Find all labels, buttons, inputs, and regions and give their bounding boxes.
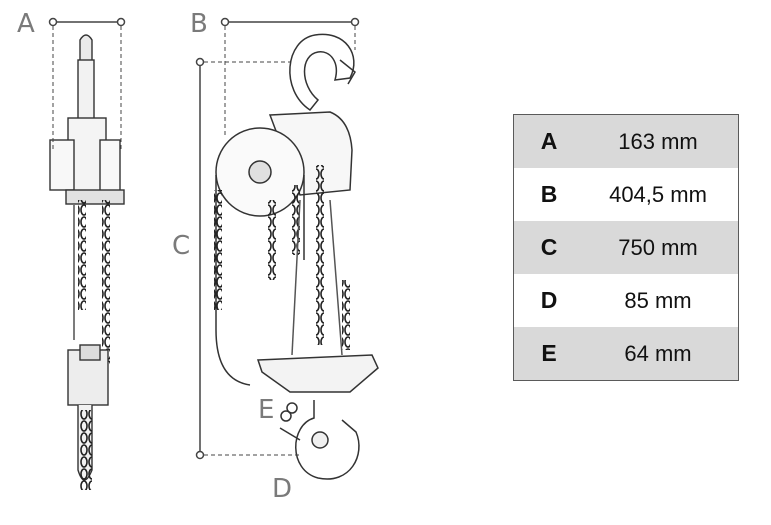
spec-key: D <box>513 274 584 327</box>
spec-row-b: B 404,5 mm <box>513 168 739 221</box>
label-b: B <box>190 9 208 39</box>
label-a: A <box>17 9 35 39</box>
spec-value: 404,5 mm <box>584 168 739 221</box>
dimension-c <box>195 57 300 460</box>
label-e: E <box>258 395 274 425</box>
dimension-b <box>220 17 360 135</box>
spec-row-d: D 85 mm <box>513 274 739 327</box>
spec-key: E <box>513 327 584 381</box>
spec-value: 750 mm <box>584 221 739 274</box>
label-d: D <box>272 474 292 504</box>
spec-row-e: E 64 mm <box>513 327 739 381</box>
spec-value: 64 mm <box>584 327 739 381</box>
spec-row-a: A 163 mm <box>513 114 739 168</box>
dimension-spec-table: A 163 mm B 404,5 mm C 750 mm D 85 mm E 6… <box>513 114 739 381</box>
label-c: C <box>172 231 190 261</box>
spec-value: 163 mm <box>584 114 739 168</box>
spec-key: C <box>513 221 584 274</box>
spec-row-c: C 750 mm <box>513 221 739 274</box>
front-view-hoist <box>214 33 379 480</box>
spec-key: B <box>513 168 584 221</box>
side-view-hoist <box>49 34 125 490</box>
dimension-a <box>48 17 126 150</box>
spec-key: A <box>513 114 584 168</box>
spec-value: 85 mm <box>584 274 739 327</box>
